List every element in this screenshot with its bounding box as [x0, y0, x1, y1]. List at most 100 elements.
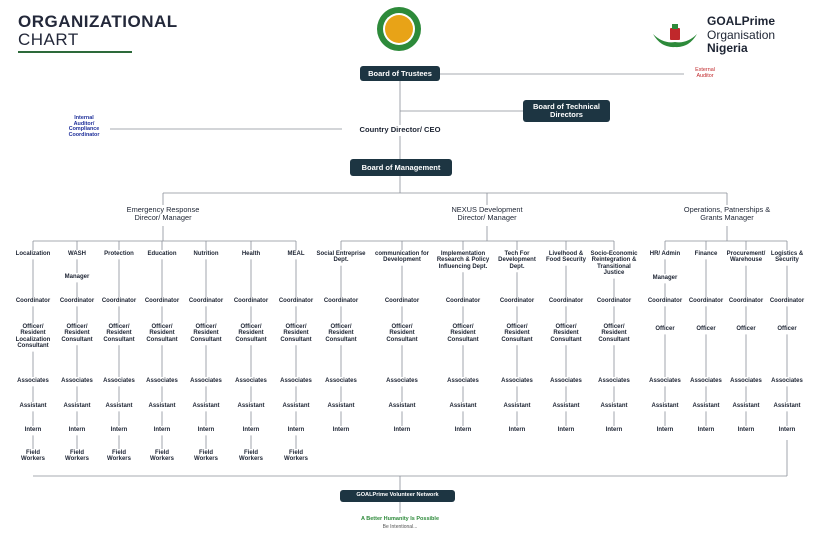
volunteer-network-box: GOALPrime Volunteer Network — [340, 490, 455, 502]
department-label: Nutrition — [193, 251, 219, 257]
role-label: Coordinator — [59, 298, 95, 304]
role-label: Coordinator — [101, 298, 137, 304]
role-label: Coordinator — [647, 298, 683, 304]
role-label: Assistant — [651, 403, 679, 409]
role-label: Assistant — [327, 403, 355, 409]
role-label: Coordinator — [384, 298, 420, 304]
role-label: Coordinator — [278, 298, 314, 304]
department-label: Finance — [694, 251, 718, 257]
department-label: Logistics & Security — [770, 251, 804, 264]
role-label: Assistant — [63, 403, 91, 409]
role-label: Coordinator — [548, 298, 584, 304]
role-label: Associates — [280, 378, 312, 384]
role-label: Intern — [778, 427, 796, 433]
role-label: Field Workers — [21, 450, 45, 463]
department-label: Socio-Economic Reintegration & Transitio… — [590, 251, 638, 276]
role-label: Assistant — [192, 403, 220, 409]
role-label: Intern — [605, 427, 623, 433]
role-label: Officer/ Resident Consultant — [280, 324, 312, 343]
role-label: Officer/ Resident Consultant — [235, 324, 267, 343]
role-label: Coordinator — [188, 298, 224, 304]
role-label: Officer — [777, 326, 797, 332]
role-label: Intern — [393, 427, 411, 433]
role-label: Assistant — [148, 403, 176, 409]
department-label: Health — [241, 251, 261, 257]
role-label: Coordinator — [144, 298, 180, 304]
role-label: Assistant — [105, 403, 133, 409]
role-label: Intern — [557, 427, 575, 433]
role-label: Associates — [17, 378, 49, 384]
brand-name-line3: Nigeria — [707, 41, 748, 55]
organisation-logo-icon — [376, 6, 422, 57]
external-auditor-label: External Auditor — [695, 67, 715, 79]
role-label: Associates — [730, 378, 762, 384]
division-title: NEXUS Development Director/ Manager — [451, 205, 523, 223]
role-label: Associates — [649, 378, 681, 384]
role-label: Field Workers — [194, 450, 218, 463]
role-label: Field Workers — [150, 450, 174, 463]
role-label: Coordinator — [445, 298, 481, 304]
role-label: Field Workers — [107, 450, 131, 463]
role-label: Assistant — [692, 403, 720, 409]
internal-auditor-label: Internal Auditor/ Compliance Coordinator — [68, 115, 100, 139]
role-label: Associates — [550, 378, 582, 384]
role-label: Associates — [447, 378, 479, 384]
role-label: Manager — [64, 274, 90, 280]
role-label: Intern — [737, 427, 755, 433]
department-label: Education — [147, 251, 177, 257]
role-label: Coordinator — [233, 298, 269, 304]
role-label: Associates — [61, 378, 93, 384]
role-label: Associates — [386, 378, 418, 384]
role-label: Officer/ Resident Consultant — [598, 324, 630, 343]
role-label: Assistant — [732, 403, 760, 409]
role-label: Intern — [153, 427, 171, 433]
department-label: WASH — [68, 251, 86, 257]
role-label: Assistant — [600, 403, 628, 409]
role-label: Coordinator — [769, 298, 805, 304]
title-underline — [18, 51, 132, 53]
role-label: Assistant — [388, 403, 416, 409]
division-title: Operations, Patnerships & Grants Manager — [683, 205, 771, 223]
role-label: Officer/ Resident Consultant — [447, 324, 479, 343]
role-label: Officer/ Resident Consultant — [190, 324, 222, 343]
role-label: Field Workers — [284, 450, 308, 463]
role-label: Assistant — [552, 403, 580, 409]
role-label: Assistant — [503, 403, 531, 409]
role-label: Coordinator — [323, 298, 359, 304]
department-label: communication for Development — [374, 251, 429, 264]
role-label: Manager — [652, 275, 678, 281]
role-label: Intern — [697, 427, 715, 433]
role-label: Field Workers — [65, 450, 89, 463]
role-label: Officer/ Resident Consultant — [501, 324, 533, 343]
role-label: Officer — [736, 326, 756, 332]
role-label: Coordinator — [728, 298, 764, 304]
role-label: Coordinator — [688, 298, 724, 304]
department-label: Localization — [15, 251, 51, 257]
role-label: Officer/ Resident Consultant — [550, 324, 582, 343]
board-of-management-box: Board of Management — [350, 159, 452, 176]
role-label: Officer/ Resident Localization Consultan… — [15, 324, 51, 349]
role-label: Assistant — [449, 403, 477, 409]
role-label: Assistant — [237, 403, 265, 409]
role-label: Officer/ Resident Consultant — [146, 324, 178, 343]
role-label: Coordinator — [15, 298, 51, 304]
role-label: Intern — [110, 427, 128, 433]
department-label: MEAL — [287, 251, 305, 257]
role-label: Intern — [24, 427, 42, 433]
role-label: Associates — [235, 378, 267, 384]
department-label: Livelhood & Food Security — [545, 251, 586, 264]
role-label: Officer/ Resident Consultant — [103, 324, 135, 343]
department-label: Social Entreprise Dept. — [316, 251, 366, 264]
role-label: Intern — [454, 427, 472, 433]
division-title: Emergency Response Direcor/ Manager — [126, 205, 200, 223]
role-label: Assistant — [282, 403, 310, 409]
country-director-label: Country Director/ CEO — [359, 125, 441, 134]
role-label: Field Workers — [239, 450, 263, 463]
role-label: Officer — [655, 326, 675, 332]
role-label: Officer — [696, 326, 716, 332]
role-label: Assistant — [19, 403, 47, 409]
role-label: Intern — [242, 427, 260, 433]
department-label: Protection — [104, 251, 134, 257]
